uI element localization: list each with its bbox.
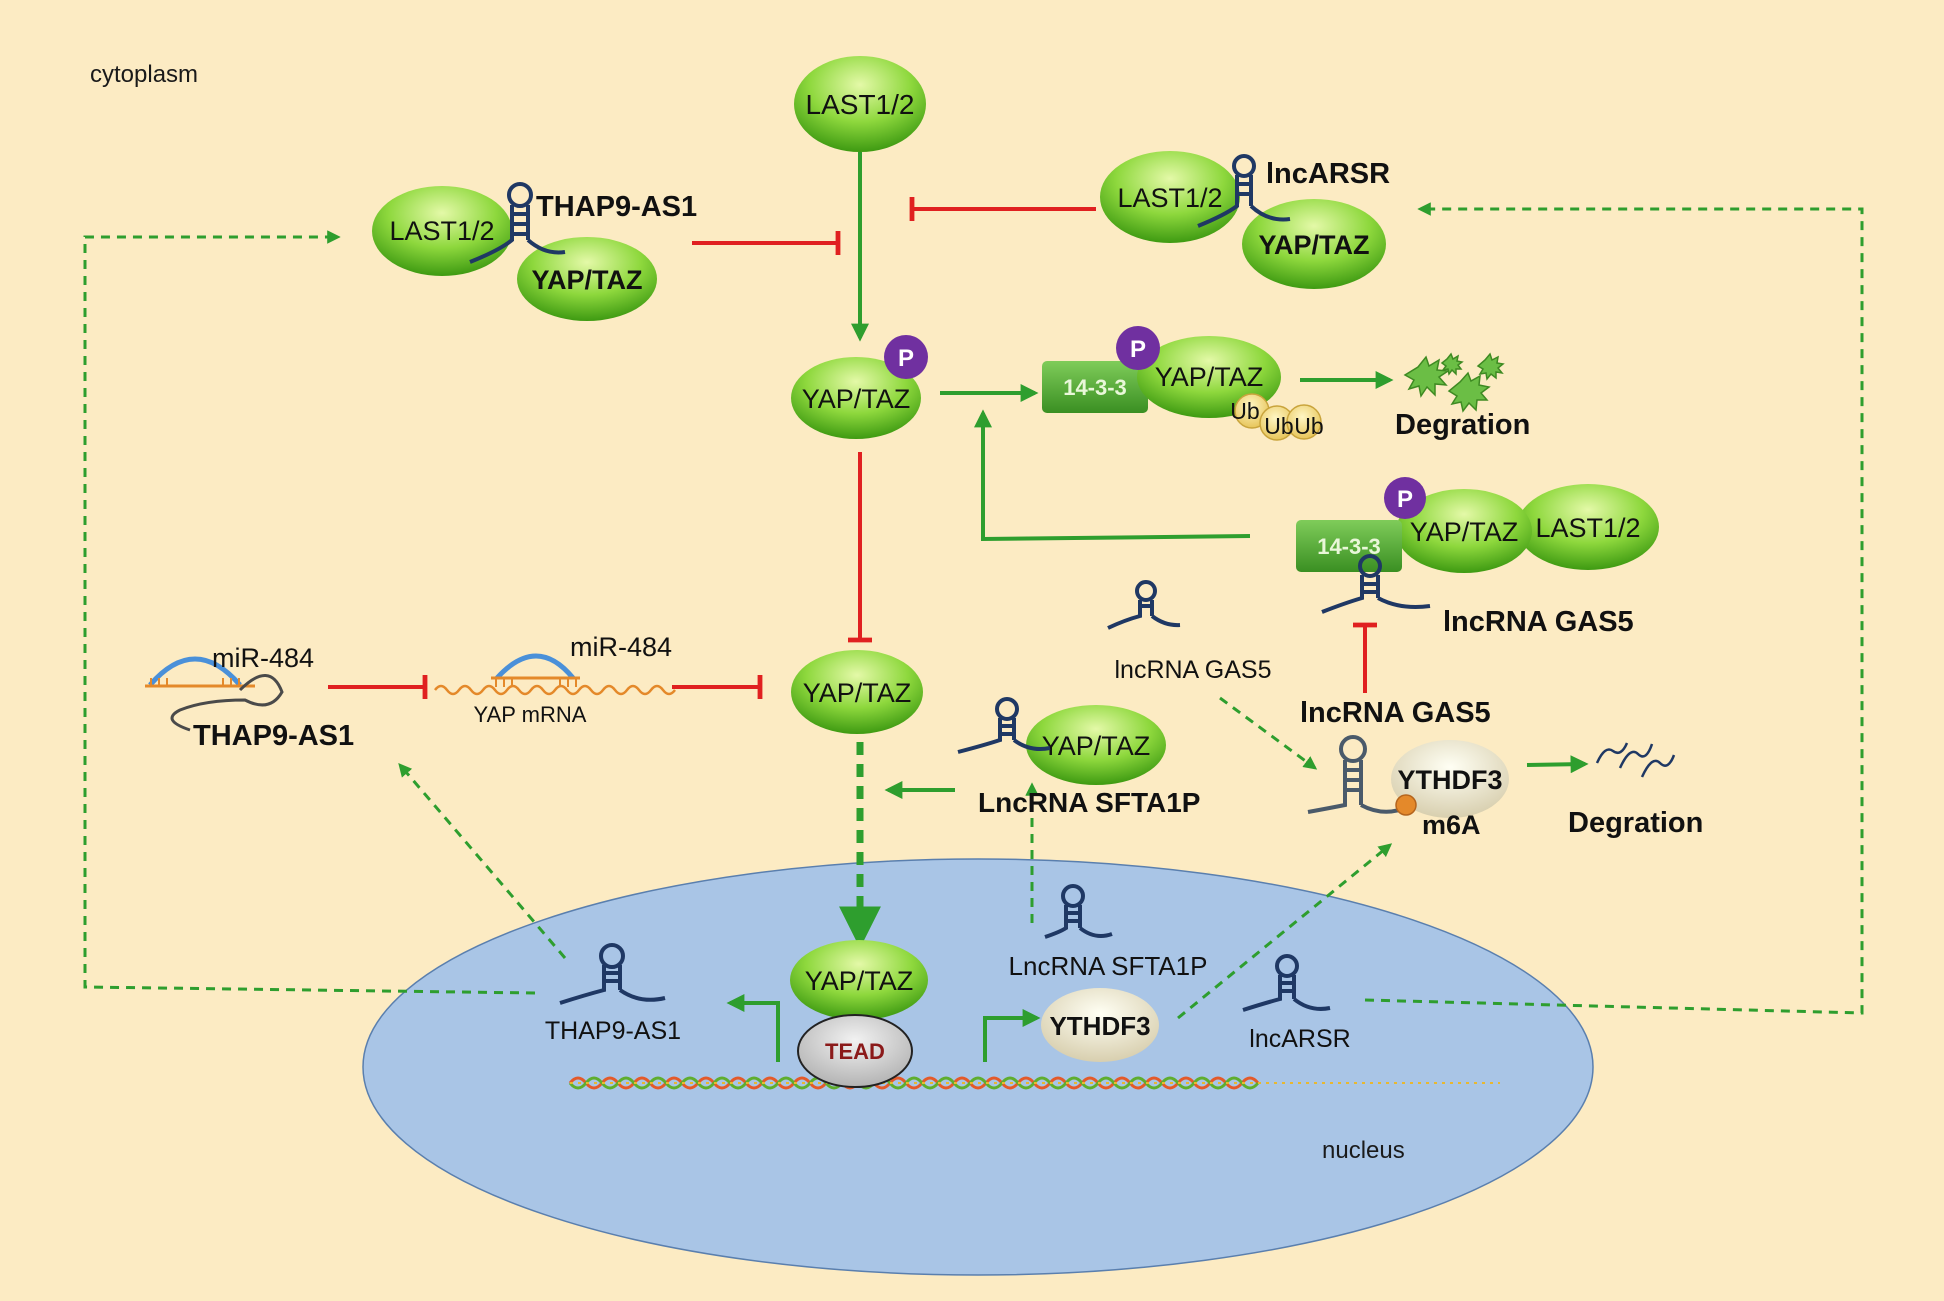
yaptaz-center-protein [791,357,921,439]
yaptaz-mid-protein [1396,489,1532,573]
gas5-small-hairpin-icon [1107,580,1181,630]
thap9-hairpin-icon [469,182,566,264]
phosphate-center-label: P [898,345,914,372]
phosphate-icon [884,335,928,379]
ythdf3-nucleus-label: YTHDF3 [1049,1011,1150,1041]
phosphate-mid-label: P [1397,486,1413,513]
ythdf3-export-arrow [1177,843,1393,1020]
lncarsr-nucleus-hairpin-icon [1242,954,1331,1012]
ub3-label: Ub [1294,413,1323,439]
degration-top-label: Degration [1395,409,1530,441]
ythdf3-cyto-label: YTHDF3 [1397,765,1502,795]
tead-label: TEAD [825,1039,885,1064]
yaptaz-lower-protein [791,650,923,734]
lncarsr-top-label: lncARSR [1266,158,1390,190]
yaptaz-right-protein [1242,199,1386,289]
yaptaz-sfta-protein [1026,705,1166,785]
yap-mrna-icon [434,653,676,696]
thap9-transcription-arrow [726,994,780,1062]
yaptaz-nucleus-label: YAP/TAZ [805,966,914,996]
nucleus [362,858,1594,1276]
sfta1p-hairpin-icon [957,697,1051,754]
gas5-hairpin-icon [1321,554,1431,614]
yaptaz-nucleus-protein [790,940,928,1020]
lncrna-gas5-right-label: lncRNA GAS5 [1443,606,1634,638]
degraded-protein-icon [1403,352,1505,413]
m6a-marker-icon [1395,794,1417,816]
last12-mid-protein [1517,484,1659,570]
last12-left-protein [372,186,512,276]
lncrna-sfta1p-cyto-label: LncRNA SFTA1P [978,787,1200,818]
thap9-as1-top-label: THAP9-AS1 [536,191,697,223]
last12-right-protein [1100,151,1240,243]
mir484-thap9-complex-icon [145,656,284,732]
yaptaz-center-label: YAP/TAZ [802,384,911,414]
last12-right-label: LAST1/2 [1117,183,1222,213]
yaptaz-lower-label: YAP/TAZ [803,678,912,708]
gas5-m6a-hairpin-icon [1307,735,1411,814]
ubiquitin-icon [1286,404,1322,440]
last12-top-protein [794,56,926,152]
lncarsr-export-right-loop [1364,202,1864,1015]
yaptaz-mid-label: YAP/TAZ [1410,517,1519,547]
degraded-rna-icon [1595,742,1676,778]
thap9-as1-nucleus-label: THAP9-AS1 [545,1017,681,1045]
nucleus-label: nucleus [1322,1137,1405,1164]
ub2-label: Ub [1264,413,1293,439]
dna-helix [568,1076,1500,1090]
inhibition-arrows [328,197,1377,699]
m6a-label: m6A [1422,810,1481,840]
thap9-export-left-loop [83,230,536,995]
ythdf3-to-degration-arrow [1526,755,1589,774]
mir484-mid-label: miR-484 [570,632,672,662]
cytoplasm-label: cytoplasm [90,61,198,88]
ythdf3-transcription-arrow [983,1009,1041,1062]
activation-arrows [726,152,1589,1062]
lncarsr-hairpin-icon [1197,154,1291,228]
phosphate-icon [1116,326,1160,370]
box-1433-top [1042,361,1148,413]
thap9-as1-left-label: THAP9-AS1 [193,720,354,752]
mid-complex-return-arrow [974,409,1251,542]
yap-mrna-label: YAP mRNA [474,702,587,727]
lncarsr-nucleus-label: lncARSR [1249,1025,1350,1053]
ythdf3-cyto-protein [1391,740,1509,818]
dashed-connections [83,202,1864,1020]
yaptaz-left-label: YAP/TAZ [531,265,642,295]
yaptaz-left-protein [517,237,657,321]
phosphate-icon [1384,477,1426,519]
tead-protein [797,1014,913,1088]
thap9-nucleus-hairpin-icon [559,943,666,1005]
lncrna-gas5-center-label: lncRNA GAS5 [1114,656,1271,684]
gas5-to-ythdf3-arrow [1219,696,1318,770]
ythdf3-nucleus-protein [1041,988,1159,1062]
last12-mid-label: LAST1/2 [1535,513,1640,543]
ub1-label: Ub [1230,398,1259,424]
phosphate-complex-label: P [1130,336,1146,363]
yaptaz-complex-label: YAP/TAZ [1155,362,1264,392]
last12-top-label: LAST1/2 [806,89,915,120]
sfta1p-nucleus-hairpin-icon [1044,884,1113,939]
thap9-to-mir484-arrow [398,762,567,959]
box-1433-top-label: 14-3-3 [1063,375,1127,400]
yaptaz-right-label: YAP/TAZ [1258,230,1369,260]
mir484-left-label: miR-484 [212,643,314,673]
yaptaz-sfta-label: YAP/TAZ [1042,731,1151,761]
lncrna-gas5-lower-label: lncRNA GAS5 [1300,697,1491,729]
lncrna-sfta1p-nucleus-label: LncRNA SFTA1P [1009,951,1208,981]
degration-right-label: Degration [1568,807,1703,839]
last12-left-label: LAST1/2 [389,216,494,246]
